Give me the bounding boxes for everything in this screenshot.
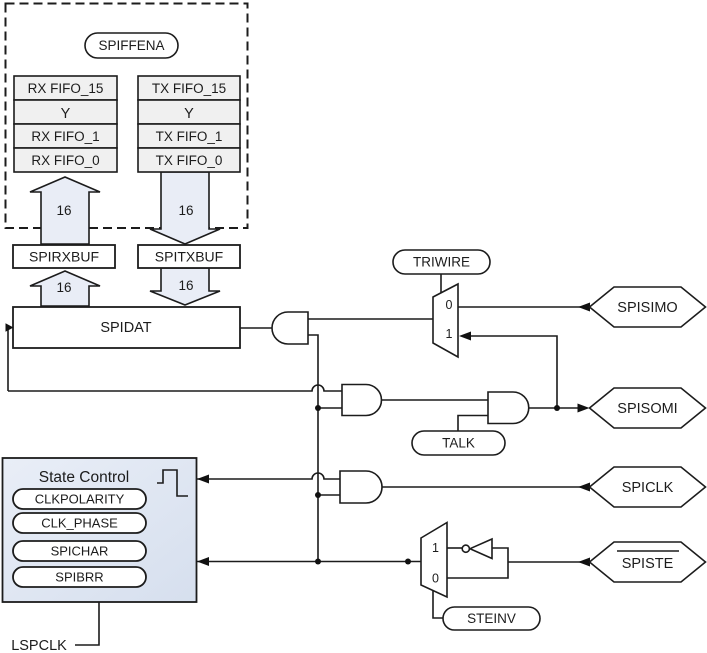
- spisimo-pin: [588, 286, 707, 328]
- tx-fifo-row-label: TX FIFO_1: [156, 129, 223, 144]
- pin-hexagons: SPISIMO SPISOMI SPICLK SPISTE: [588, 286, 707, 583]
- spitxbuf-box: [137, 244, 241, 269]
- mux-input-1-label: 1: [432, 541, 439, 555]
- spichar-label: SPICHAR: [51, 544, 109, 559]
- arrowhead-from-spisimo-pin: [578, 302, 590, 312]
- spidat-box: [12, 306, 241, 349]
- junction-dot: [405, 558, 411, 565]
- spibrr-oval: [12, 566, 147, 588]
- tx-fifo-row-label: Y: [184, 106, 194, 122]
- tx-fifo-row-label: TX FIFO_15: [152, 81, 226, 96]
- and-gate-somi-1: [341, 383, 383, 417]
- triwire-label: TRIWIRE: [413, 255, 470, 270]
- wires: [7, 274, 590, 646]
- bus-width-label: 16: [56, 280, 71, 295]
- arrowhead-into-statecontrol-bottom: [197, 557, 209, 566]
- spirxbuf-box: [12, 244, 116, 269]
- rx-fifo-stack: RX FIFO_15 Y RX FIFO_1 RX FIFO_0: [13, 75, 118, 173]
- and-gate-spiclk: [339, 470, 383, 504]
- triwire-oval: [392, 249, 491, 275]
- tx-fifo-cell: [137, 147, 241, 173]
- spichar-oval: [12, 540, 147, 562]
- triwire-mux: [432, 282, 459, 359]
- talk-oval: [411, 430, 506, 456]
- mux-input-1-label: 1: [446, 327, 453, 341]
- spiffena-oval: [84, 32, 179, 59]
- talk-label: TALK: [442, 436, 475, 451]
- bus-width-label: 16: [178, 278, 193, 293]
- wire-spisomi-to-mux-input1: [471, 335, 558, 408]
- mux-input-0-label: 0: [432, 572, 439, 586]
- arrowhead-to-spisomi-pin: [577, 403, 590, 413]
- junction-dot: [315, 405, 321, 411]
- wire-feedback-row-with-hop: [8, 384, 342, 392]
- spiclk-pin: [588, 466, 707, 508]
- bus-width-label: 16: [178, 203, 193, 218]
- arrowhead-into-spidat: [5, 323, 14, 332]
- spisomi-pin: [588, 387, 707, 429]
- tx-fifo-stack: TX FIFO_15 Y TX FIFO_1 TX FIFO_0: [137, 75, 241, 173]
- spirxbuf-label: SPIRXBUF: [29, 249, 99, 265]
- wire-spiste-split: [447, 547, 509, 579]
- arrowhead-from-spiste-pin: [578, 557, 590, 567]
- tx-fifo-cell: [137, 75, 241, 101]
- state-control-title: State Control: [39, 469, 129, 486]
- wire-steinv-stem: [432, 591, 443, 619]
- clock-waveform-icon: [157, 469, 188, 497]
- wire-lspclk: [75, 602, 100, 646]
- arrowhead-into-mux-input1: [459, 331, 471, 341]
- clkphase-oval: [12, 512, 147, 534]
- wire-vertical-bus: [308, 334, 319, 562]
- spibrr-label: SPIBRR: [55, 570, 103, 585]
- rx-fifo-row-label: RX FIFO_15: [28, 81, 104, 96]
- rx-fifo-row-label: RX FIFO_0: [31, 153, 99, 168]
- steinv-label: STEINV: [467, 611, 516, 626]
- bus-width-label: 16: [56, 203, 71, 218]
- rx-buffer-bus-arrow-up: [29, 270, 101, 307]
- wire-statecontrol-row1-with-hop: [197, 472, 340, 480]
- wire-talk-to-gate2: [457, 414, 488, 431]
- steinv-oval: [442, 606, 541, 631]
- mux-input-0-label: 0: [446, 298, 453, 312]
- spiclk-pin-label: SPICLK: [622, 480, 674, 496]
- rx-fifo-row-label: Y: [61, 106, 71, 122]
- junction-dot: [554, 405, 560, 411]
- clkpolarity-oval: [12, 488, 147, 510]
- spisimo-pin-label: SPISIMO: [617, 300, 677, 316]
- clkpolarity-label: CLKPOLARITY: [35, 492, 125, 507]
- inverter-bubble: [461, 544, 471, 554]
- inverter-gate: [468, 537, 493, 560]
- spiffena-label: SPIFFENA: [98, 38, 164, 53]
- arrowhead-into-statecontrol-top: [197, 474, 209, 484]
- rx-fifo-cell: [13, 75, 118, 101]
- rx-fifo-cell: [13, 147, 118, 173]
- clkphase-label: CLK_PHASE: [41, 516, 118, 531]
- tx-fifo-cell: [137, 99, 241, 125]
- rx-fifo-bus-arrow-up: [29, 176, 101, 245]
- junction-dot: [315, 492, 321, 498]
- tx-fifo-row-label: TX FIFO_0: [156, 153, 223, 168]
- state-control-block: State Control CLKPOLARITY CLK_PHASE SPIC…: [1, 457, 198, 603]
- lspclk-label: LSPCLK: [11, 638, 67, 653]
- arrowhead-from-spiclk-pin: [578, 482, 590, 492]
- and-gate-somi-2: [487, 391, 530, 425]
- bus-arrows: 16 16 16 16: [29, 171, 221, 307]
- fifo-dashed-box: [4, 2, 249, 229]
- spiste-pin: [588, 541, 707, 583]
- spiste-pin-label: SPISTE: [622, 556, 674, 572]
- spisomi-pin-label: SPISOMI: [617, 401, 677, 417]
- spitxbuf-label: SPITXBUF: [155, 249, 223, 265]
- spidat-label: SPIDAT: [100, 320, 151, 336]
- rx-fifo-cell: [13, 123, 118, 149]
- and-gate-left-facing: [271, 311, 309, 345]
- junction-dot: [315, 558, 321, 565]
- rx-fifo-row-label: RX FIFO_1: [31, 129, 99, 144]
- ste-mux: [420, 521, 448, 599]
